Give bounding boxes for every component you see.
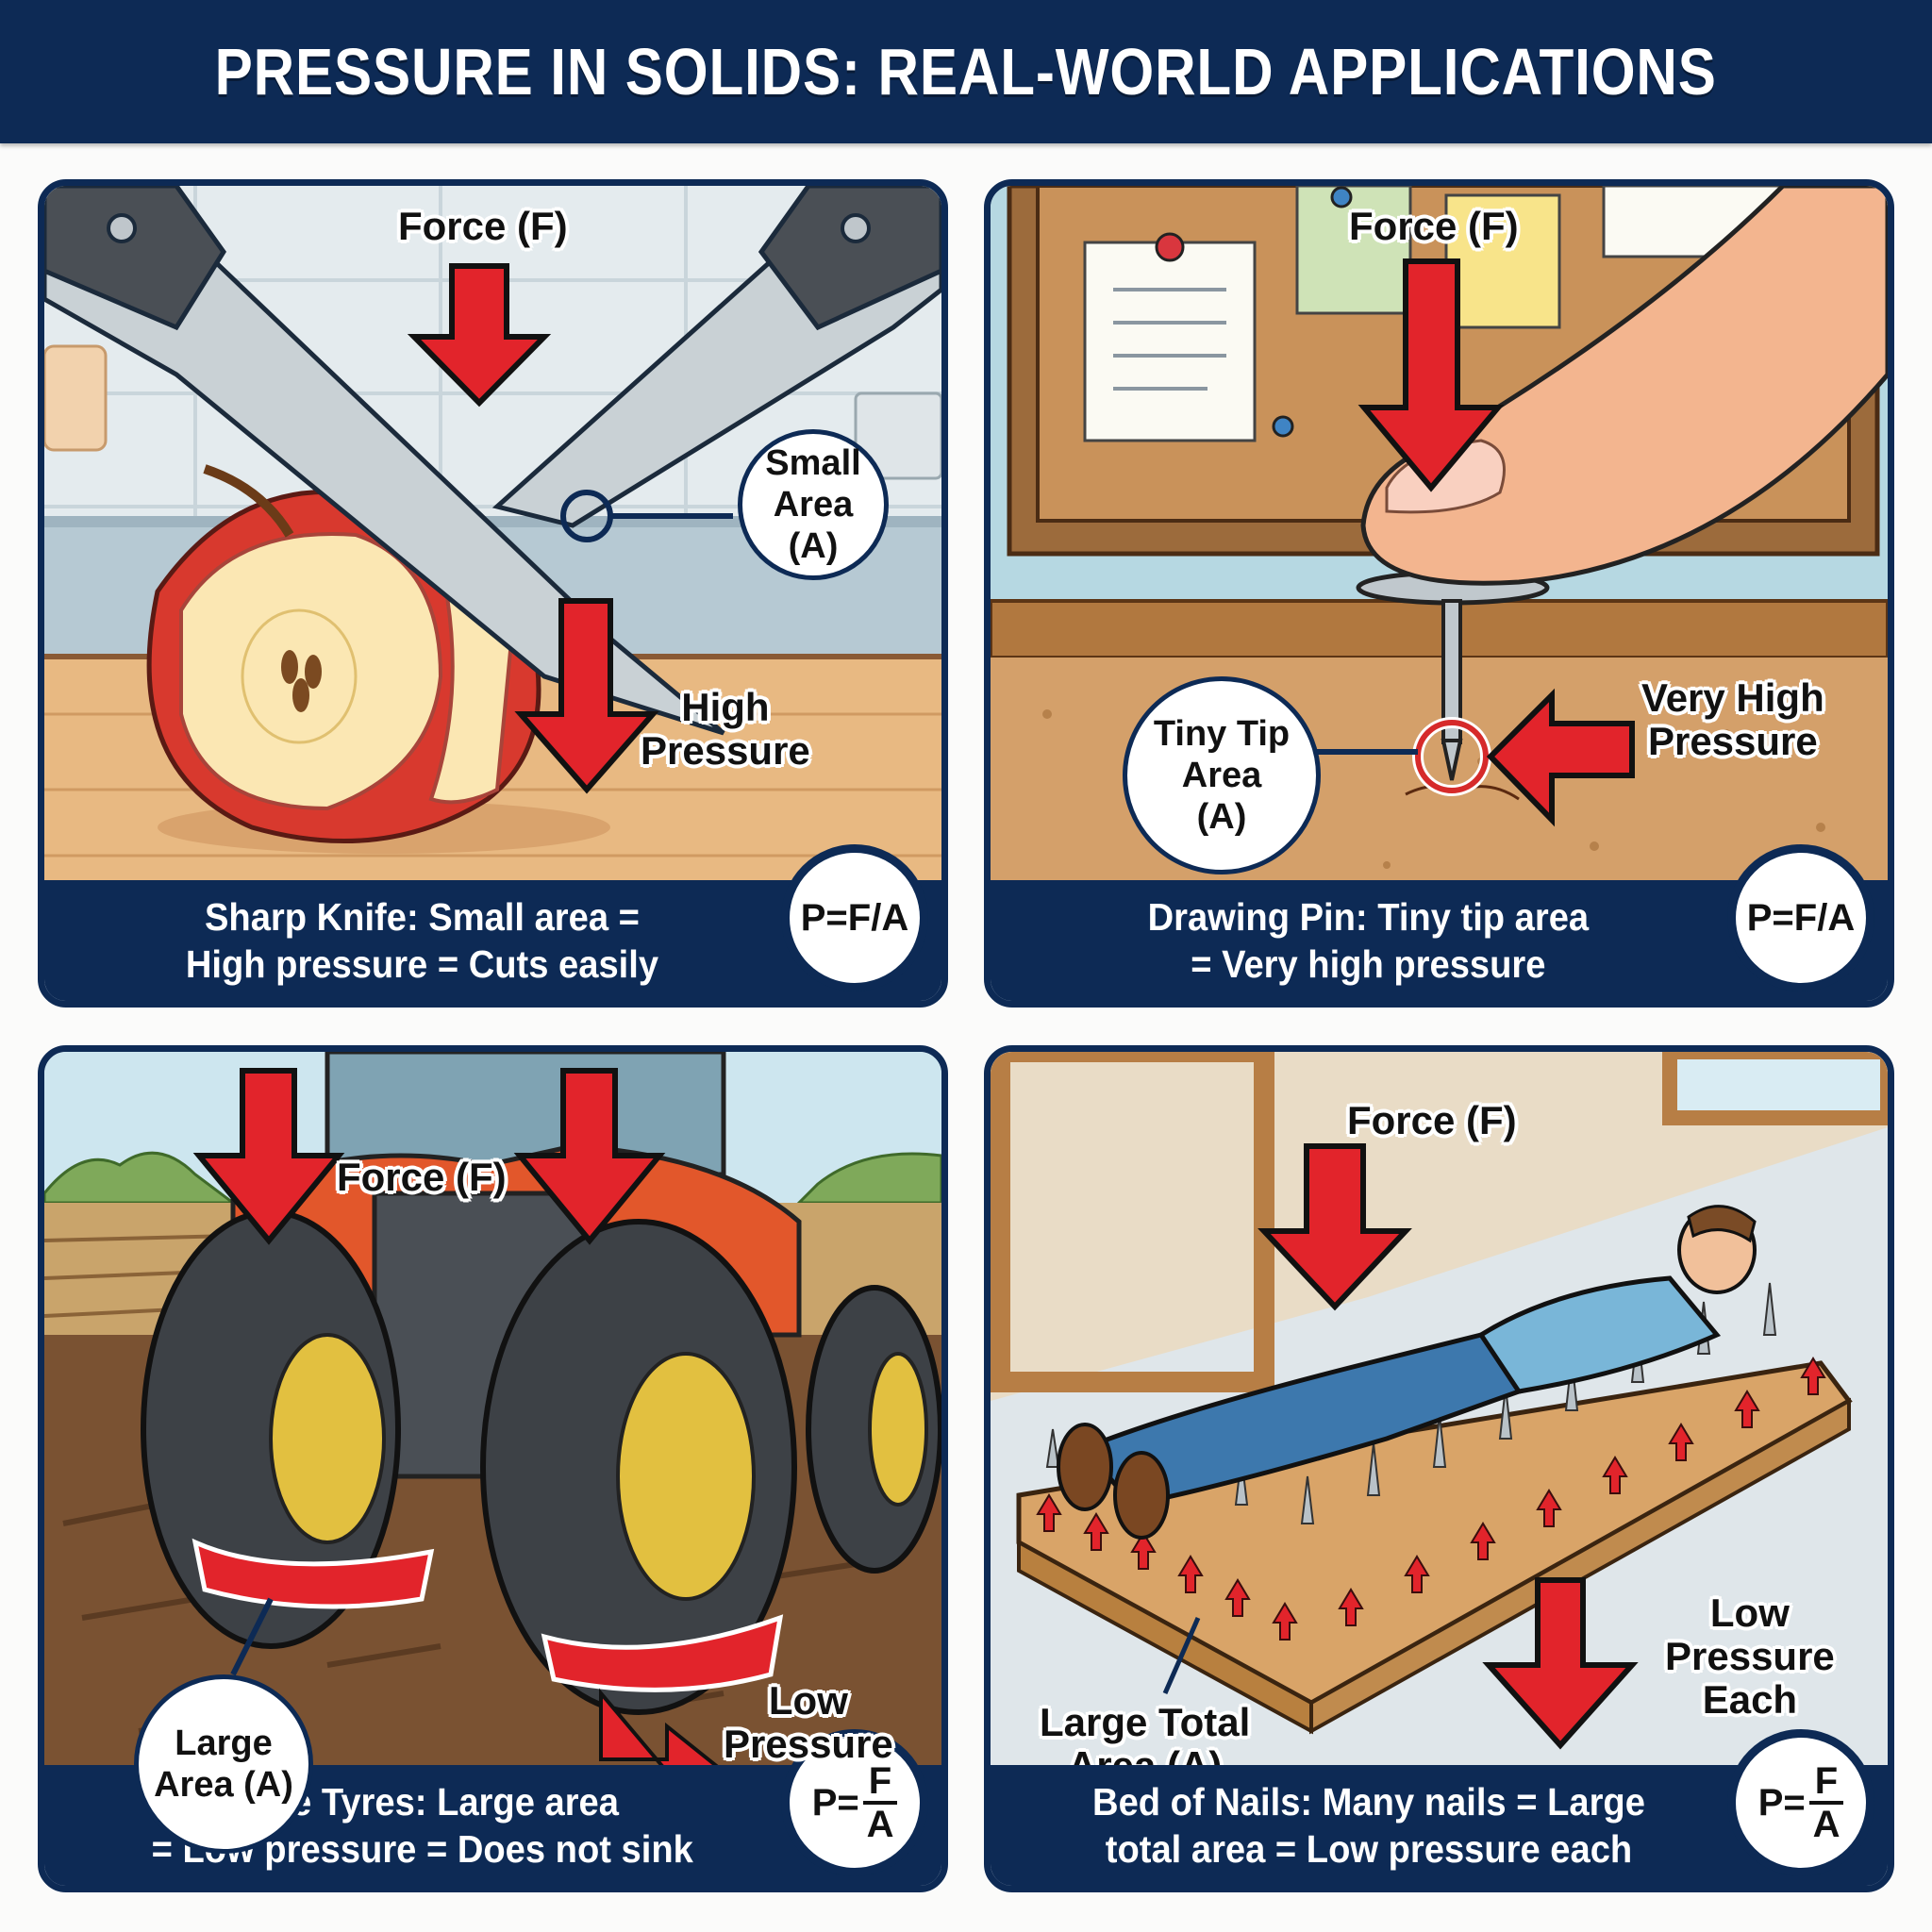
formula-denominator: A bbox=[1812, 1804, 1840, 1845]
formula-denominator: A bbox=[866, 1804, 894, 1845]
force-label: Force (F) bbox=[1349, 204, 1519, 248]
formula-fraction: F A bbox=[862, 1761, 898, 1845]
area-label-line3: (A) bbox=[788, 526, 839, 566]
pressure-line2: Pressure bbox=[641, 728, 810, 773]
low-pressure-label: Low Pressure bbox=[724, 1679, 893, 1766]
formula-badge: P= F A bbox=[781, 1729, 928, 1876]
page-title: PRESSURE IN SOLIDS: REAL-WORLD APPLICATI… bbox=[214, 35, 1718, 108]
title-banner: PRESSURE IN SOLIDS: REAL-WORLD APPLICATI… bbox=[0, 0, 1932, 143]
drawing-pin-illustration bbox=[991, 186, 1888, 887]
panel-wide-tyres: Force (F) Large Area (A) Low Pressure Wi… bbox=[38, 1045, 948, 1892]
formula-fraction: F A bbox=[1808, 1761, 1844, 1845]
panel-drawing-pin: Force (F) Tiny Tip Area (A) Very High Pr… bbox=[984, 179, 1894, 1008]
tractor-illustration bbox=[44, 1052, 941, 1772]
force-label: Force (F) bbox=[337, 1155, 507, 1199]
formula-prefix: P= bbox=[1757, 1781, 1806, 1824]
panel-bed-of-nails: Force (F) Large Total Area (A) Low Press… bbox=[984, 1045, 1894, 1892]
formula-numerator: F bbox=[1808, 1761, 1844, 1805]
large-area-bubble: Large Area (A) bbox=[134, 1674, 313, 1854]
pressure-line1: High bbox=[681, 685, 770, 729]
force-label: Force (F) bbox=[398, 204, 568, 248]
panel-sharp-knife: Force (F) Small Area (A) High Pressure S… bbox=[38, 179, 948, 1008]
bed-of-nails-illustration bbox=[991, 1052, 1888, 1772]
area-label-line1: Large Total bbox=[1040, 1700, 1251, 1744]
pressure-line1: Low bbox=[1709, 1591, 1790, 1635]
formula-badge: P=F/A bbox=[781, 844, 928, 991]
low-pressure-each-label: Low Pressure Each bbox=[1665, 1591, 1835, 1722]
small-area-bubble: Small Area (A) bbox=[738, 429, 889, 580]
pressure-line2: Pressure bbox=[1647, 719, 1818, 763]
pressure-line2: Pressure bbox=[724, 1722, 893, 1766]
high-pressure-label: High Pressure bbox=[641, 686, 810, 773]
formula-prefix: P= bbox=[811, 1781, 859, 1824]
area-label-line2: Area bbox=[773, 485, 854, 525]
area-label-line1: Tiny Tip bbox=[1153, 714, 1291, 754]
formula-text: P=F/A bbox=[800, 896, 909, 939]
caption-line2: = Very high pressure bbox=[1191, 942, 1546, 986]
caption-line1: Bed of Nails: Many nails = Large bbox=[1091, 1780, 1645, 1824]
area-label-line1: Small bbox=[765, 443, 861, 483]
area-label-line2: Area bbox=[1181, 756, 1262, 795]
pressure-line3: Each bbox=[1702, 1677, 1798, 1722]
area-label-line1: Large bbox=[175, 1724, 273, 1763]
very-high-pressure-label: Very High Pressure bbox=[1641, 676, 1824, 763]
caption-line2: total area = Low pressure each bbox=[1105, 1827, 1632, 1871]
pressure-line1: Low bbox=[768, 1678, 848, 1723]
pressure-line1: Very High bbox=[1641, 675, 1824, 720]
formula-text: P=F/A bbox=[1746, 896, 1856, 939]
caption-line1: Sharp Knife: Small area = bbox=[205, 895, 640, 939]
formula-badge: P=F/A bbox=[1727, 844, 1874, 991]
caption-line2: High pressure = Cuts easily bbox=[185, 942, 659, 986]
tiny-tip-area-bubble: Tiny Tip Area (A) bbox=[1123, 676, 1321, 874]
caption-line1: Drawing Pin: Tiny tip area bbox=[1147, 895, 1590, 939]
force-label: Force (F) bbox=[1347, 1098, 1517, 1142]
caption-bar: Drawing Pin: Tiny tip area = Very high p… bbox=[991, 880, 1888, 1001]
area-label-line2: Area (A) bbox=[154, 1765, 293, 1805]
formula-badge: P= F A bbox=[1727, 1729, 1874, 1876]
pressure-line2: Pressure bbox=[1665, 1634, 1835, 1678]
area-label-line3: (A) bbox=[1196, 797, 1247, 837]
formula-numerator: F bbox=[862, 1761, 898, 1805]
